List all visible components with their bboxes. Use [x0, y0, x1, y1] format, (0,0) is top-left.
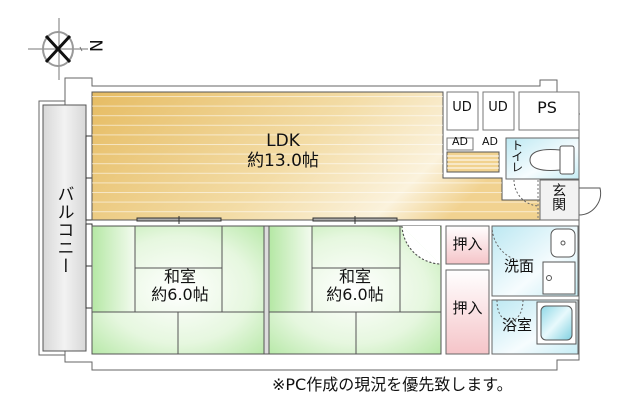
bathroom-label: 浴室 — [501, 316, 532, 334]
ad-2-label: AD — [482, 135, 498, 148]
ud-1-label: UD — [452, 100, 472, 115]
ud-box-2 — [482, 91, 515, 131]
washitsu-1-name: 和室 — [163, 267, 196, 286]
washing-machine-icon — [542, 261, 576, 295]
washitsu-2-name: 和室 — [338, 267, 371, 286]
ud-2-label: UD — [488, 100, 508, 115]
entrance-label: 玄関 — [550, 183, 567, 211]
kitchen-counter — [446, 151, 500, 173]
entrance-door[interactable] — [578, 187, 602, 216]
toilet-bowl-icon — [529, 145, 575, 175]
bathtub-icon — [536, 301, 577, 345]
ad-1-label: AD — [452, 135, 468, 148]
washitsu-2-size: 約6.0帖 — [326, 285, 384, 305]
balcony — [42, 104, 87, 352]
closet-1-label: 押入 — [452, 235, 483, 253]
ldk-floor — [91, 91, 541, 221]
compass-icon — [28, 18, 88, 80]
washitsu-1 — [91, 225, 267, 355]
ud-box-1 — [446, 91, 479, 131]
sink-icon — [550, 228, 576, 258]
entrance — [539, 179, 580, 221]
washitsu-1-size: 約6.0帖 — [151, 285, 209, 305]
closet-2-label: 押入 — [452, 299, 483, 317]
fusuma-doors — [136, 216, 398, 224]
ps-label: PS — [537, 98, 557, 117]
ldk-name: LDK — [266, 131, 300, 151]
ps-box — [518, 91, 580, 131]
compass-north-label: N — [85, 39, 106, 53]
washitsu-1-label: 和室 約6.0帖 — [140, 267, 220, 305]
washroom-label: 洗面 — [503, 257, 534, 275]
disclaimer-note: ※PC作成の現況を優先致します。 — [272, 375, 513, 394]
toilet-label: トイレ — [509, 139, 524, 172]
washitsu-2-label: 和室 約6.0帖 — [315, 267, 395, 305]
ldk-label: LDK 約13.0帖 — [238, 131, 328, 171]
ad-box-1 — [446, 137, 474, 151]
closet-2 — [445, 269, 490, 355]
balcony-label: バルコニー — [53, 185, 74, 275]
closet-1 — [445, 225, 490, 265]
balcony-windows — [85, 135, 93, 309]
ldk-size: 約13.0帖 — [247, 150, 319, 171]
